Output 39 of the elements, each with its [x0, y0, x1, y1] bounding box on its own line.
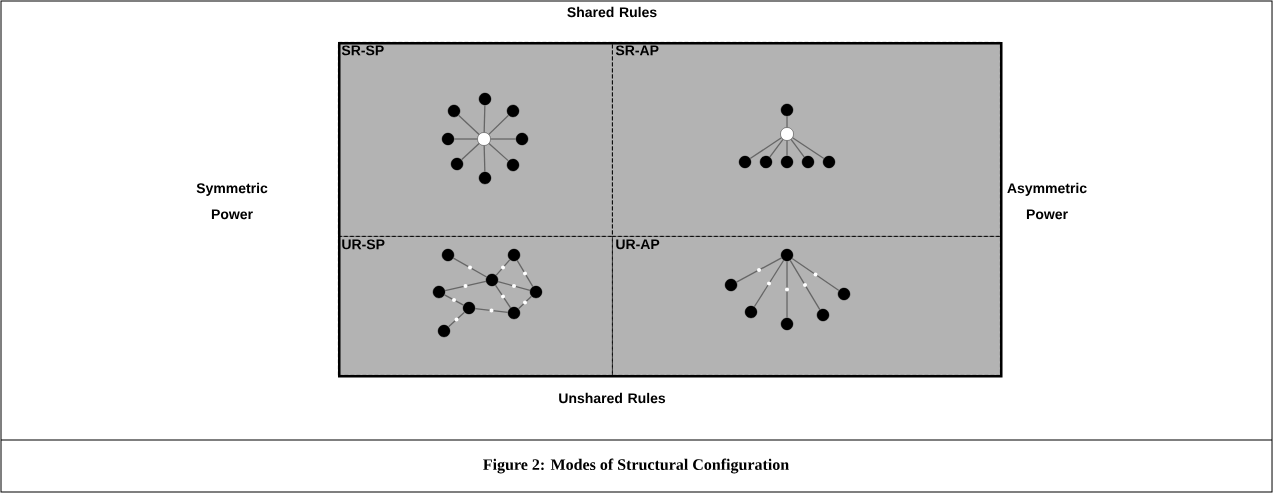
- connector-line: [460, 142, 480, 161]
- quadrant: SR-AP: [612, 42, 1001, 237]
- connector-line: [785, 260, 789, 319]
- quadrant: UR-SP: [338, 236, 613, 376]
- axis-label: Unshared Rules: [559, 392, 666, 404]
- connector-line: [444, 280, 487, 292]
- connector-line: [488, 142, 510, 162]
- connector-line: [443, 294, 465, 306]
- connector-line: [749, 137, 783, 160]
- connector-line: [483, 104, 486, 133]
- axis-label: Symmetric Power: [196, 182, 268, 220]
- connector-line: [495, 259, 511, 276]
- connector-line: [786, 140, 788, 157]
- connector-line: [447, 311, 466, 328]
- caption: Figure 2: Modes of Structural Configuration: [483, 458, 789, 474]
- connector-line: [497, 281, 531, 291]
- connector-line: [791, 257, 840, 292]
- connector-line: [488, 114, 510, 135]
- connector-line: [453, 138, 478, 140]
- connector-line: [791, 137, 825, 160]
- connector-line: [490, 138, 517, 140]
- connector-line: [753, 259, 785, 308]
- quadrant: SR-SP: [338, 42, 613, 237]
- connector-line: [790, 138, 805, 158]
- connector-line: [517, 295, 533, 310]
- connector-line: [457, 114, 480, 136]
- connector-line: [494, 284, 512, 309]
- connector-line: [735, 257, 783, 283]
- connector-line: [786, 115, 788, 128]
- connector-line: [483, 145, 486, 173]
- connector-line: [769, 138, 784, 158]
- axis-label: Shared Rules: [567, 6, 657, 18]
- quadrant-grid: [338, 42, 1003, 378]
- connector-line: [452, 257, 488, 278]
- axis-label: Asymmetric Power: [1007, 182, 1087, 220]
- quadrant: UR-AP: [612, 236, 1001, 376]
- connector-line: [789, 259, 821, 311]
- connector-line: [474, 308, 509, 313]
- connector-line: [516, 259, 534, 288]
